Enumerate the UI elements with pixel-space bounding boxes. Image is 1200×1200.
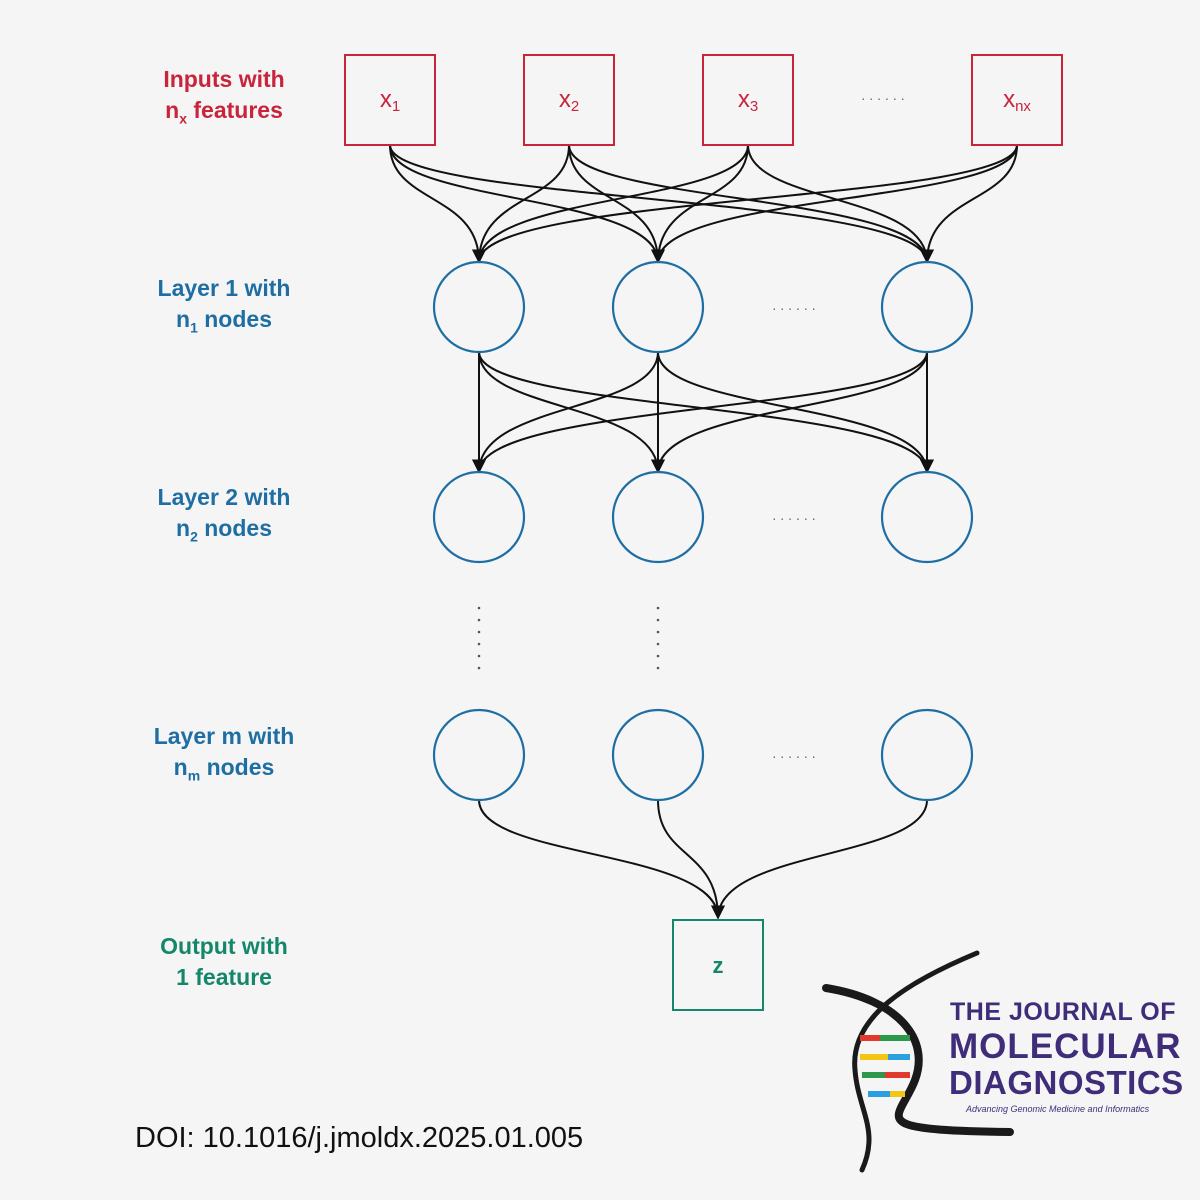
edge-layer1-1-to-layer2-3 — [478, 351, 934, 474]
input-node-box-3 — [702, 54, 794, 146]
edge-input-2-to-layer1-3 — [568, 144, 934, 264]
output-layer-label: Output with 1 feature — [160, 933, 288, 990]
layer-m-node-2 — [611, 708, 705, 802]
edge-input-3-to-layer1-1 — [472, 144, 749, 264]
output-node-label: z — [713, 953, 724, 978]
input-node-box-4 — [971, 54, 1063, 146]
edge-layer1-2-to-layer2-3 — [657, 351, 934, 474]
layer-1-node-3 — [880, 260, 974, 354]
layer-2-label: Layer 2 with n2 nodes — [157, 484, 291, 545]
layer-m-node-3 — [880, 708, 974, 802]
logo-line-3: DIAGNOSTICS — [949, 1064, 1184, 1101]
edge-layerm-1-to-output — [478, 799, 725, 920]
edge-input-4-to-layer1-1 — [472, 144, 1018, 264]
nodes — [344, 54, 1063, 1011]
inputs-layer-label: Inputs with nx features — [163, 66, 285, 127]
input-node-box-1 — [344, 54, 436, 146]
layer-m-label: Layer m with nm nodes — [153, 723, 295, 784]
edge-input-4-to-layer1-3 — [920, 144, 1018, 264]
svg-text:......: ...... — [772, 745, 819, 761]
input-node-xnx-label: xnx — [1003, 86, 1031, 115]
layer-m-node-1 — [432, 708, 526, 802]
layer-2-node-2 — [611, 470, 705, 564]
layer-2-node-3 — [880, 470, 974, 564]
edge-layerm-3-to-output — [711, 799, 928, 920]
journal-logo-helix — [822, 950, 1014, 1173]
logo-line-2: MOLECULAR — [949, 1027, 1182, 1066]
input-ellipsis: ...... — [861, 87, 908, 103]
edge-layer1-3-to-layer2-2 — [651, 351, 928, 474]
svg-text:......: ...... — [772, 507, 819, 523]
edge-layerm-2-to-output — [657, 799, 725, 920]
edge-input-3-to-layer1-2 — [651, 144, 749, 264]
edge-layer1-3-to-layer2-1 — [472, 351, 928, 474]
input-node-x2-label: x2 — [559, 86, 579, 115]
input-node-x1-label: x1 — [380, 86, 400, 115]
vertical-ellipsis — [477, 606, 660, 670]
edge-layer1-2-to-layer2-1 — [472, 351, 659, 474]
layer-ellipsis: ...... ...... ...... — [772, 297, 819, 761]
doi-text: DOI: 10.1016/j.jmoldx.2025.01.005 — [135, 1122, 584, 1154]
input-node-labels: x1 x2 x3 xnx — [380, 86, 1032, 115]
edge-input-2-to-layer1-1 — [472, 144, 570, 264]
edge-input-1-to-layer1-3 — [389, 144, 934, 264]
svg-text:......: ...... — [772, 297, 819, 313]
logo-line-1: THE JOURNAL OF — [950, 998, 1176, 1026]
layer-2-node-1 — [432, 470, 526, 564]
connection-edges — [389, 144, 1018, 920]
svg-text:......: ...... — [861, 87, 908, 103]
edge-layer1-1-to-layer2-2 — [478, 351, 665, 474]
layer-1-node-1 — [432, 260, 526, 354]
layer-1-label: Layer 1 with n1 nodes — [157, 275, 291, 336]
edge-input-1-to-layer1-1 — [389, 144, 486, 264]
layer-1-node-2 — [611, 260, 705, 354]
logo-tagline: Advancing Genomic Medicine and Informati… — [966, 1104, 1150, 1114]
edge-input-4-to-layer1-2 — [651, 144, 1018, 264]
output-node-box — [672, 919, 764, 1011]
input-node-x3-label: x3 — [738, 86, 758, 115]
input-node-box-2 — [523, 54, 615, 146]
